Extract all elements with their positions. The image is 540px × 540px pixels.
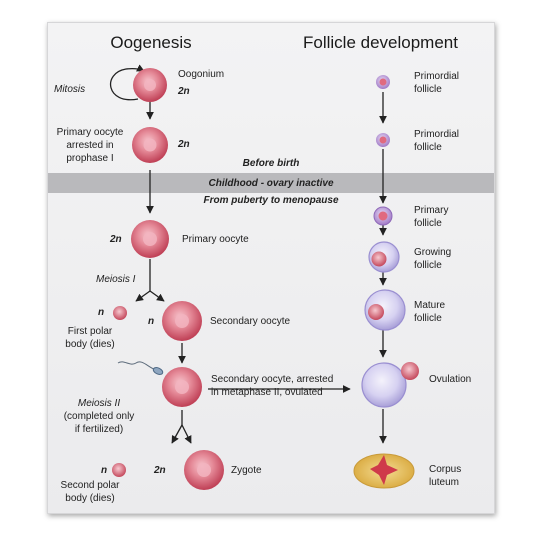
- secondary-arrested-label: Secondary oocyte, arrested in metaphase …: [211, 374, 334, 398]
- zygote-ploidy: 2n: [154, 465, 166, 476]
- second-polar-label: Second polar body (dies): [60, 480, 120, 504]
- primordial-follicle-1-label: Primordial follicle: [414, 71, 460, 95]
- primary-arrested-ploidy: 2n: [178, 139, 190, 150]
- secondary-oocyte-ploidy: n: [148, 316, 155, 327]
- oogenesis-title: Oogenesis: [110, 33, 192, 52]
- primordial-follicle-2-label: Primordial follicle: [414, 129, 460, 153]
- arrow-to-second-polar: [171, 424, 183, 444]
- mitosis-label: Mitosis: [54, 84, 86, 95]
- mature-follicle: [364, 289, 406, 331]
- first-polar-ploidy: n: [98, 307, 105, 318]
- ovulated-oocyte: [401, 362, 419, 380]
- ovulation-follicle: [361, 362, 407, 408]
- diagram-art: [109, 64, 419, 490]
- childhood-label: Childhood - ovary inactive: [208, 178, 334, 189]
- follicle-title: Follicle development: [303, 33, 458, 52]
- first-polar-body: [113, 306, 127, 320]
- primary-oocyte-label: Primary oocyte: [182, 234, 249, 245]
- poster: Oogenesis Follicle development Mitosis O…: [47, 22, 495, 514]
- corpus-luteum-label: Corpus luteum: [429, 464, 462, 488]
- oogonium-ploidy: 2n: [178, 86, 190, 97]
- ovulation-label: Ovulation: [429, 374, 472, 385]
- meiosis2-label: Meiosis II: [77, 398, 121, 409]
- arrow-to-zygote: [181, 424, 192, 444]
- meiosis2-note: (completed only if fertilized): [63, 411, 135, 435]
- second-polar-body: [112, 463, 126, 477]
- first-polar-label: First polar body (dies): [65, 326, 115, 350]
- zygote-label: Zygote: [231, 465, 262, 476]
- sperm-icon: [117, 361, 164, 375]
- primary-arrested-label: Primary oocyte arrested in prophase I: [56, 127, 124, 164]
- secondary-oocyte-label: Secondary oocyte: [210, 316, 291, 327]
- second-polar-ploidy: n: [101, 465, 108, 476]
- growing-follicle-label: Growing follicle: [414, 247, 452, 271]
- mature-follicle-label: Mature follicle: [414, 300, 446, 324]
- mitosis-loop-arrow: [109, 64, 145, 101]
- puberty-label: From puberty to menopause: [203, 195, 339, 206]
- primary-oocyte-ploidy: 2n: [110, 234, 122, 245]
- primary-follicle-label: Primary follicle: [414, 205, 449, 229]
- arrow-to-first-polar: [135, 290, 151, 302]
- before-birth-label: Before birth: [242, 158, 300, 169]
- oogonium-label: Oogonium: [178, 69, 225, 80]
- meiosis1-label: Meiosis I: [96, 274, 136, 285]
- arrow-to-secondary: [149, 290, 165, 302]
